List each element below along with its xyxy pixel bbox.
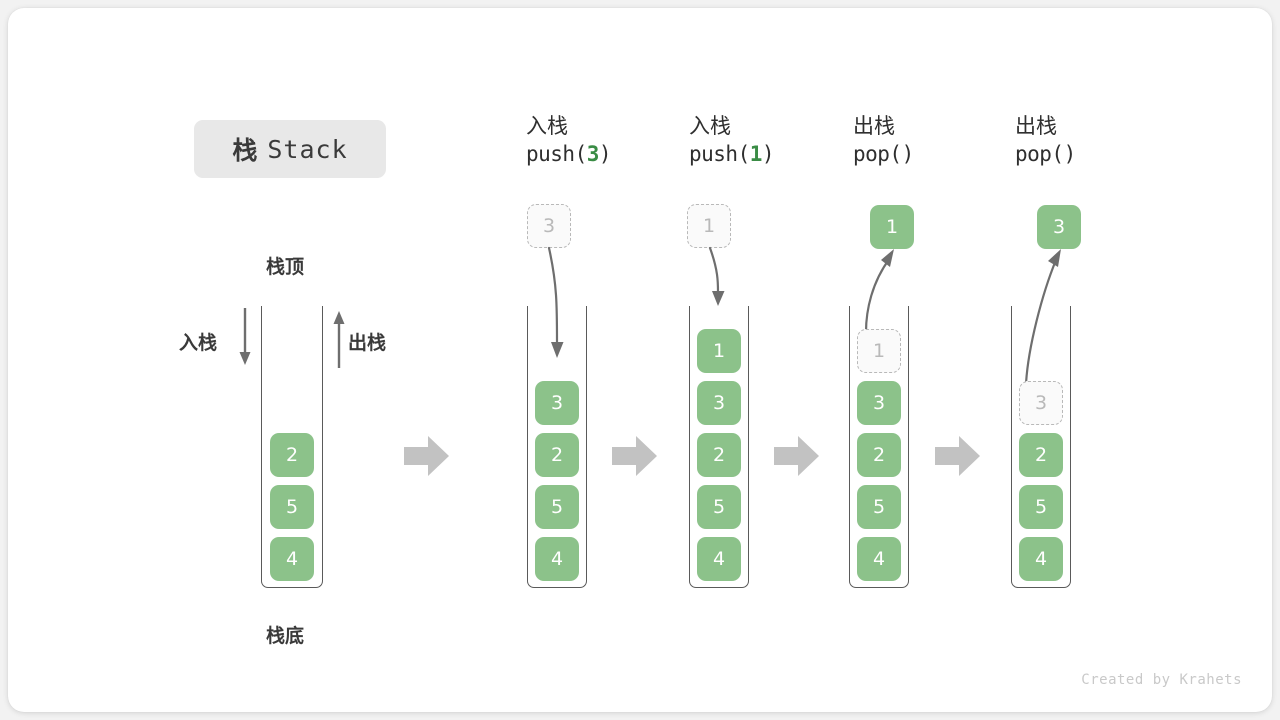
stack-cell: 2 — [535, 433, 579, 477]
stack-cell: 3 — [697, 381, 741, 425]
step-header-line2: pop() — [853, 141, 914, 169]
stack-top-label: 栈顶 — [266, 256, 305, 278]
step-header-prefix: push( — [526, 141, 587, 166]
stack-cell: 2 — [697, 433, 741, 477]
removed-ghost-cell: 3 — [1019, 381, 1063, 425]
stack-frame-push-1 — [689, 306, 749, 588]
step-header-line1: 出栈 — [1015, 114, 1057, 138]
stack-cell: 2 — [857, 433, 901, 477]
stack-frame-push-3 — [527, 306, 587, 588]
stack-cell: 5 — [857, 485, 901, 529]
flow-arrow-icon — [774, 436, 819, 476]
flow-arrow-icon — [935, 436, 980, 476]
stack-frame-pop-1 — [849, 306, 909, 588]
step-header-argument: 3 — [586, 141, 600, 166]
pop-direction-label: 出栈 — [348, 332, 387, 354]
stack-cell: 4 — [535, 537, 579, 581]
popped-value-cell: 1 — [870, 205, 914, 249]
stack-bottom-label: 栈底 — [266, 625, 305, 647]
stack-cell: 5 — [697, 485, 741, 529]
stack-cell: 5 — [535, 485, 579, 529]
stack-frame-initial — [261, 306, 323, 588]
pop-curve-arrow-icon — [864, 249, 894, 334]
step-header-line1: 出栈 — [853, 114, 895, 138]
stack-cell: 4 — [697, 537, 741, 581]
stack-cell: 3 — [857, 381, 901, 425]
title-cn: 栈 — [232, 136, 259, 165]
step-header-line2: pop() — [1015, 141, 1076, 169]
stack-cell: 2 — [1019, 433, 1063, 477]
step-header-pop-3: 出栈 pop() — [1015, 113, 1076, 169]
flow-arrow-icon — [612, 436, 657, 476]
stack-cell: 4 — [857, 537, 901, 581]
stack-cell: 2 — [270, 433, 314, 477]
step-header-push-3: 入栈 push(3) — [526, 113, 612, 169]
stack-cell: 5 — [270, 485, 314, 529]
stack-cell: 5 — [1019, 485, 1063, 529]
step-header-line1: 入栈 — [689, 114, 731, 138]
step-header-suffix: ) — [1063, 141, 1077, 166]
pop-up-arrow-icon — [333, 311, 345, 368]
title-badge: 栈 Stack — [194, 120, 386, 178]
step-header-suffix: ) — [598, 141, 612, 166]
step-header-prefix: push( — [689, 141, 750, 166]
incoming-ghost-cell: 1 — [687, 204, 731, 248]
step-header-pop-1: 出栈 pop() — [853, 113, 914, 169]
popped-value-cell: 3 — [1037, 205, 1081, 249]
stack-cell: 3 — [535, 381, 579, 425]
step-header-prefix: pop( — [1015, 141, 1064, 166]
step-header-suffix: ) — [901, 141, 915, 166]
step-header-argument: 1 — [749, 141, 763, 166]
step-header-prefix: pop( — [853, 141, 902, 166]
push-curve-arrow-icon — [708, 246, 725, 306]
push-down-arrow-icon — [239, 308, 251, 365]
step-header-suffix: ) — [761, 141, 775, 166]
diagram-card: 栈 Stack 栈顶 入栈 出栈 栈底 2 5 4 入栈 push(3) 3 3… — [8, 8, 1272, 712]
stack-cell: 4 — [1019, 537, 1063, 581]
step-header-line1: 入栈 — [526, 114, 568, 138]
pop-curve-arrow-icon — [1024, 249, 1061, 386]
credit-text: Created by Krahets — [1081, 672, 1242, 688]
incoming-ghost-cell: 3 — [527, 204, 571, 248]
push-direction-label: 入栈 — [179, 332, 218, 354]
title-en: Stack — [267, 134, 348, 164]
step-header-line2: push(1) — [689, 141, 775, 169]
step-header-push-1: 入栈 push(1) — [689, 113, 775, 169]
push-curve-arrow-icon — [547, 246, 564, 358]
stack-cell: 1 — [697, 329, 741, 373]
removed-ghost-cell: 1 — [857, 329, 901, 373]
flow-arrow-icon — [404, 436, 449, 476]
stack-frame-pop-3 — [1011, 306, 1071, 588]
step-header-line2: push(3) — [526, 141, 612, 169]
stack-cell: 4 — [270, 537, 314, 581]
